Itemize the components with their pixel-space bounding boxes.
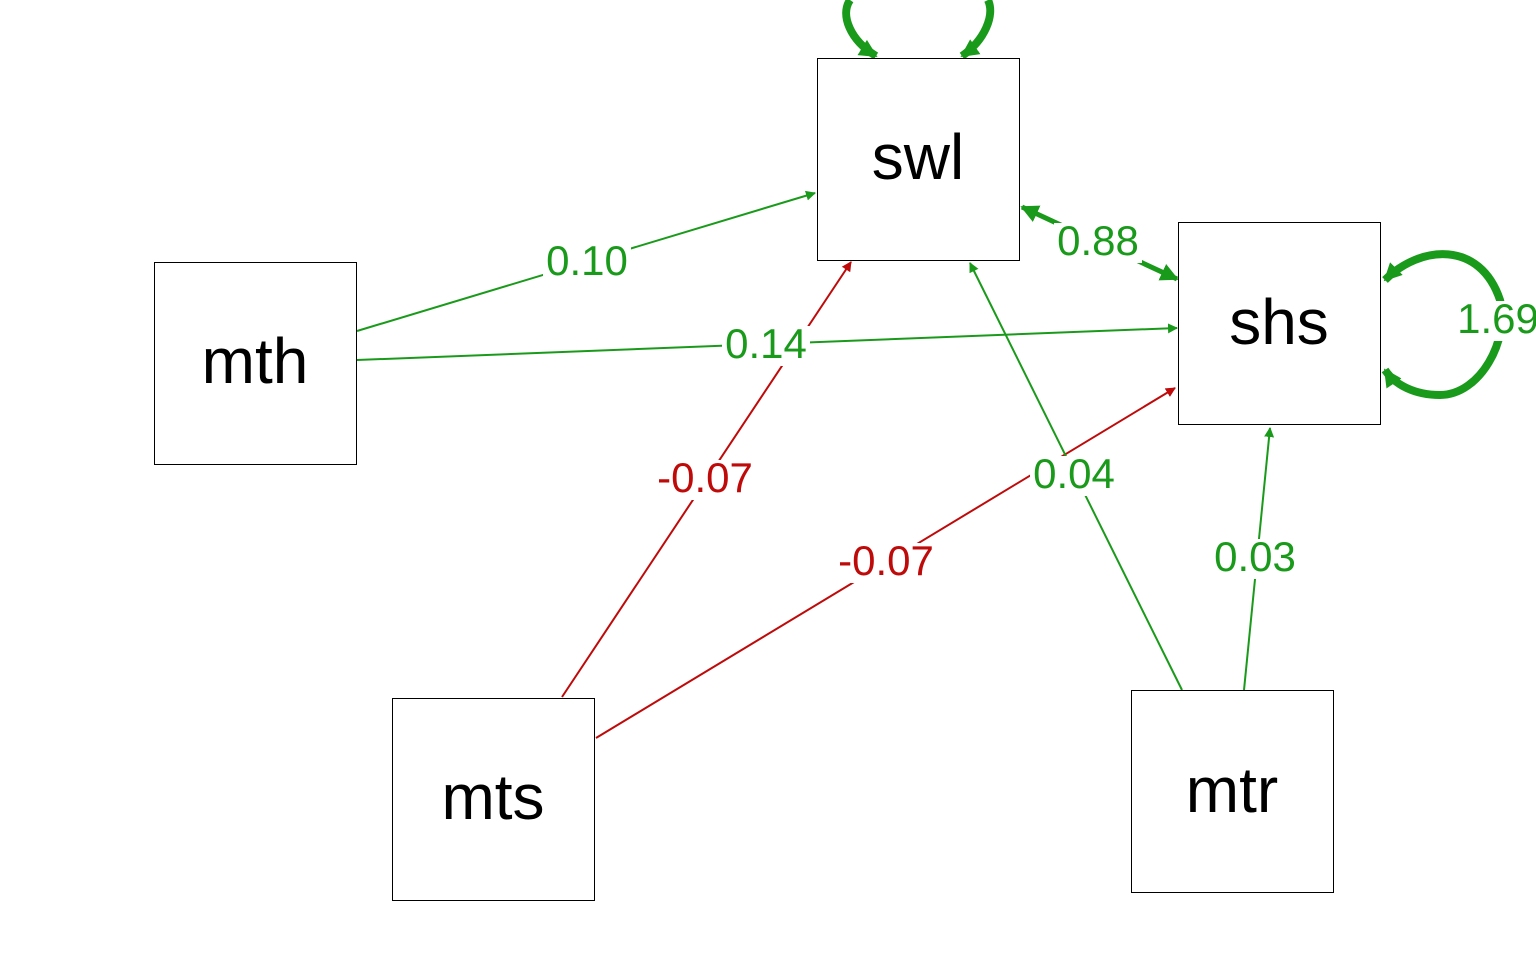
node-mts[interactable]: mts: [392, 698, 595, 901]
svg-text:swl: swl: [872, 121, 964, 193]
edge-label-mth-swl: 0.10: [543, 237, 631, 284]
svg-text:0.10: 0.10: [546, 237, 628, 284]
svg-text:0.88: 0.88: [1057, 217, 1139, 264]
self-loop-label-shs: 1.69: [1455, 295, 1536, 342]
svg-text:-0.07: -0.07: [657, 454, 753, 501]
node-mth[interactable]: mth: [154, 262, 357, 465]
svg-text:0.14: 0.14: [725, 320, 807, 367]
svg-text:-0.07: -0.07: [838, 537, 934, 584]
svg-text:1.69: 1.69: [1457, 295, 1536, 342]
node-swl[interactable]: swl: [817, 58, 1020, 261]
svg-text:mts: mts: [441, 761, 544, 833]
svg-text:0.04: 0.04: [1033, 450, 1115, 497]
edge-label-mtr-shs: 0.03: [1211, 533, 1299, 580]
edge-label-mts-swl: -0.07: [653, 454, 757, 501]
edge-label-mtr-swl: 0.04: [1030, 450, 1118, 497]
svg-text:mtr: mtr: [1186, 754, 1278, 826]
edge-label-mts-shs: -0.07: [834, 537, 938, 584]
edge-label-mth-shs: 0.14: [722, 320, 810, 367]
svg-text:mth: mth: [202, 325, 309, 397]
self-loop-swl: [842, 0, 995, 60]
node-mtr[interactable]: mtr: [1131, 690, 1334, 893]
svg-text:0.03: 0.03: [1214, 533, 1296, 580]
edge-label-swl-shs: 0.88: [1054, 217, 1142, 264]
node-shs[interactable]: shs: [1178, 222, 1381, 425]
svg-text:shs: shs: [1229, 286, 1329, 358]
